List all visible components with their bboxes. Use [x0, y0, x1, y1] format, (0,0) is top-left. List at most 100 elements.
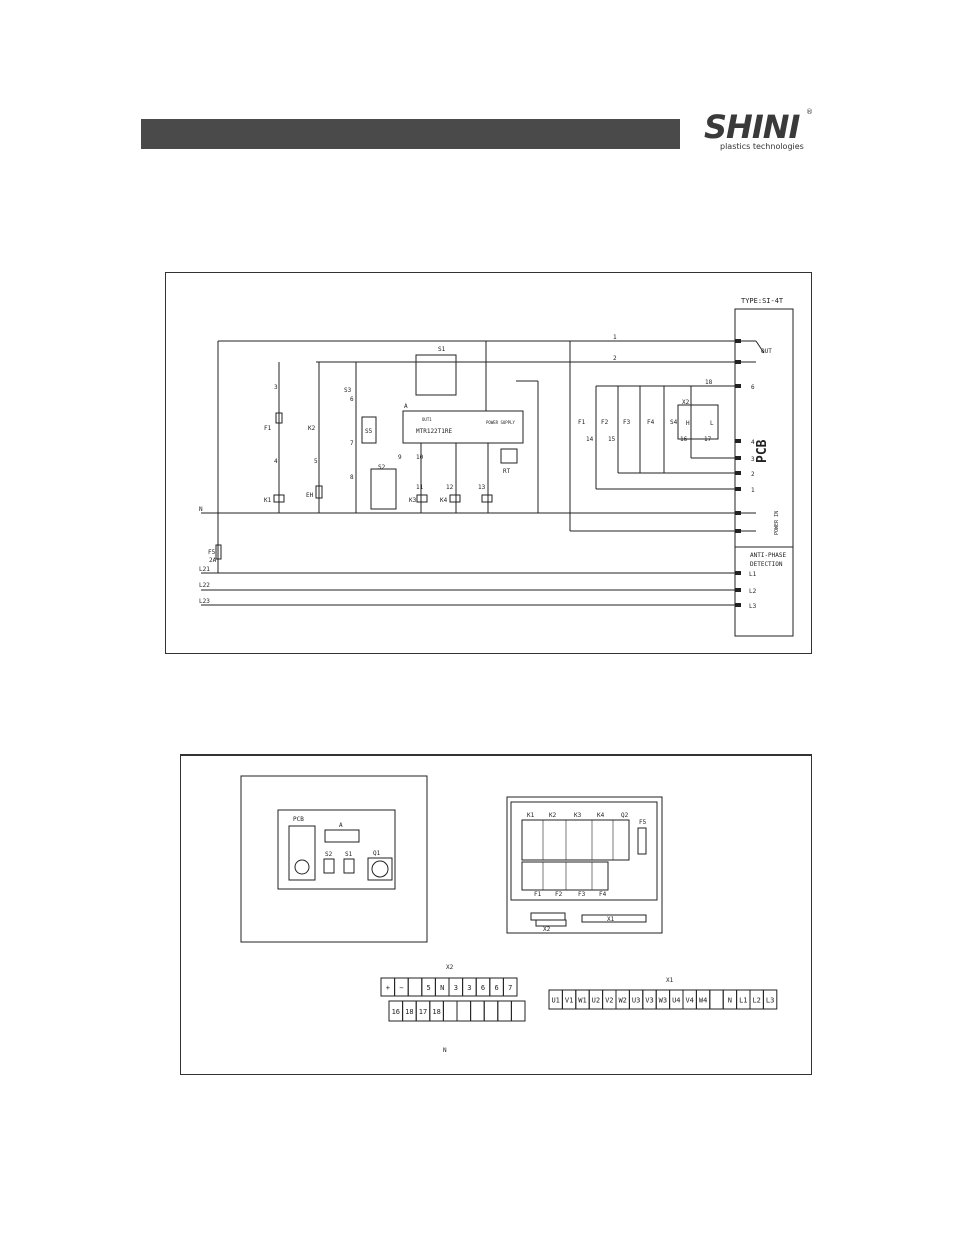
rt-label: RT [503, 468, 511, 475]
out1-label: OUT1 [422, 417, 432, 422]
x1-terminal: W1 [578, 997, 586, 1005]
anti-phase-label-1: ANTI-PHASE [750, 552, 787, 559]
wire-1: 1 [613, 334, 617, 341]
right-f4-label: F4 [647, 419, 655, 426]
x2-terminal: 3 [454, 984, 458, 992]
wire-13: 13 [478, 484, 486, 491]
layout-q1-label: Q1 [373, 850, 381, 857]
x1-terminal: W2 [618, 997, 626, 1005]
wire-18: 18 [705, 379, 713, 386]
wire-15: 15 [608, 436, 616, 443]
x1-terminal: U1 [551, 997, 559, 1005]
brand-name: SHINI [704, 108, 800, 146]
x1-strip-title: X1 [666, 977, 674, 984]
right-f3-label: F3 [623, 419, 631, 426]
module-label: MTR122T1RE [416, 428, 453, 435]
anti-phase-label-2: DETECTION [750, 561, 783, 568]
relay-f2: F2 [555, 891, 563, 898]
wire-2: 2 [613, 355, 617, 362]
k3-label: K3 [409, 497, 417, 504]
layout-x2-label: X2 [543, 926, 551, 933]
power-supply-label: POWER SUPPLY [486, 420, 515, 425]
electrical-schematic: TYPE:SI-4T PCB OUT POWER IN ANTI-PHASE D… [165, 272, 812, 654]
x2-terminal: − [399, 984, 403, 992]
x2-terminal: 7 [508, 984, 512, 992]
contactor-k2: K2 [549, 812, 557, 819]
x2-terminal: 5 [426, 984, 430, 992]
x1-terminal: V4 [685, 997, 693, 1005]
breaker-q2: Q2 [621, 812, 629, 819]
pcb-term-1: 1 [751, 487, 755, 494]
wire-16: 16 [680, 436, 688, 443]
x1-terminal: L2 [752, 997, 760, 1005]
layout-svg: PCB A S2 S1 Q1 K1 K2 K3 K4 Q2 F5 F1 F2 F… [240, 775, 778, 1054]
x2-terminal: N [440, 984, 444, 992]
x2-terminal: 6 [494, 984, 498, 992]
x1-terminal: W4 [699, 997, 707, 1005]
pcb-label: PCB [755, 439, 770, 463]
fuse-f5-label: F5 [208, 549, 216, 556]
x2-terminal: + [386, 984, 390, 992]
x2-terminal: 16 [392, 1008, 400, 1016]
relay-f3: F3 [578, 891, 586, 898]
k4-label: K4 [440, 497, 448, 504]
layout-s2-label: S2 [325, 851, 333, 858]
layout-x1-label: X1 [607, 916, 615, 923]
f1-label: F1 [264, 425, 272, 432]
wire-7: 7 [350, 440, 354, 447]
h-label: H [686, 420, 690, 427]
x2-label: X2 [682, 399, 690, 406]
relay-f4: F4 [599, 891, 607, 898]
s3-label: S3 [344, 387, 352, 394]
pcb-term-l1: L1 [749, 571, 757, 578]
x1-terminal: N [728, 997, 732, 1005]
out-label: OUT [761, 348, 772, 355]
wire-8: 8 [350, 474, 354, 481]
s2-label: S2 [378, 464, 386, 471]
right-f2-label: F2 [601, 419, 609, 426]
wire-17: 17 [704, 436, 712, 443]
brand-logo: SHINI ® plastics technologies [700, 108, 820, 156]
contactor-k3: K3 [574, 812, 582, 819]
n-label: N [443, 1047, 447, 1054]
a-label: A [404, 403, 408, 410]
contactor-k4: K4 [597, 812, 605, 819]
x2-terminal: 18 [432, 1008, 440, 1016]
line-n-label: N [199, 506, 203, 513]
header-bar [141, 119, 680, 149]
right-f1-label: F1 [578, 419, 586, 426]
line-l21-label: L21 [199, 566, 210, 573]
layout-s1-label: S1 [345, 851, 353, 858]
x1-terminal: L3 [766, 997, 774, 1005]
x1-terminal: U2 [592, 997, 600, 1005]
line-l23-label: L23 [199, 598, 210, 605]
relay-f1: F1 [534, 891, 542, 898]
x2-terminal: 6 [481, 984, 485, 992]
x2-strip-title: X2 [446, 964, 454, 971]
wire-9: 9 [398, 454, 402, 461]
wire-3: 3 [274, 384, 278, 391]
pcb-term-4: 4 [751, 439, 755, 446]
s4-label: S4 [670, 419, 678, 426]
x2-terminal: 3 [467, 984, 471, 992]
pcb-term-l3: L3 [749, 603, 757, 610]
line-l22-label: L22 [199, 582, 210, 589]
wire-6: 6 [350, 396, 354, 403]
component-layout: PCB A S2 S1 Q1 K1 K2 K3 K4 Q2 F5 F1 F2 F… [180, 754, 812, 1075]
schematic-svg: TYPE:SI-4T PCB OUT POWER IN ANTI-PHASE D… [199, 297, 794, 637]
x1-terminal: W3 [659, 997, 667, 1005]
fuse-rating-label: 2A [209, 557, 217, 564]
x1-terminal: V1 [565, 997, 573, 1005]
contactor-k1: K1 [527, 812, 535, 819]
wire-10: 10 [416, 454, 424, 461]
x1-terminal: L1 [739, 997, 747, 1005]
wire-12: 12 [446, 484, 454, 491]
pcb-term-3: 3 [751, 456, 755, 463]
layout-pcb-label: PCB [293, 816, 304, 823]
s1-label: S1 [438, 346, 446, 353]
type-label: TYPE:SI-4T [741, 297, 784, 305]
brand-tagline: plastics technologies [720, 142, 804, 151]
pcb-term-6: 6 [751, 384, 755, 391]
eh-label: EH [306, 492, 314, 499]
registered-mark: ® [806, 108, 813, 116]
